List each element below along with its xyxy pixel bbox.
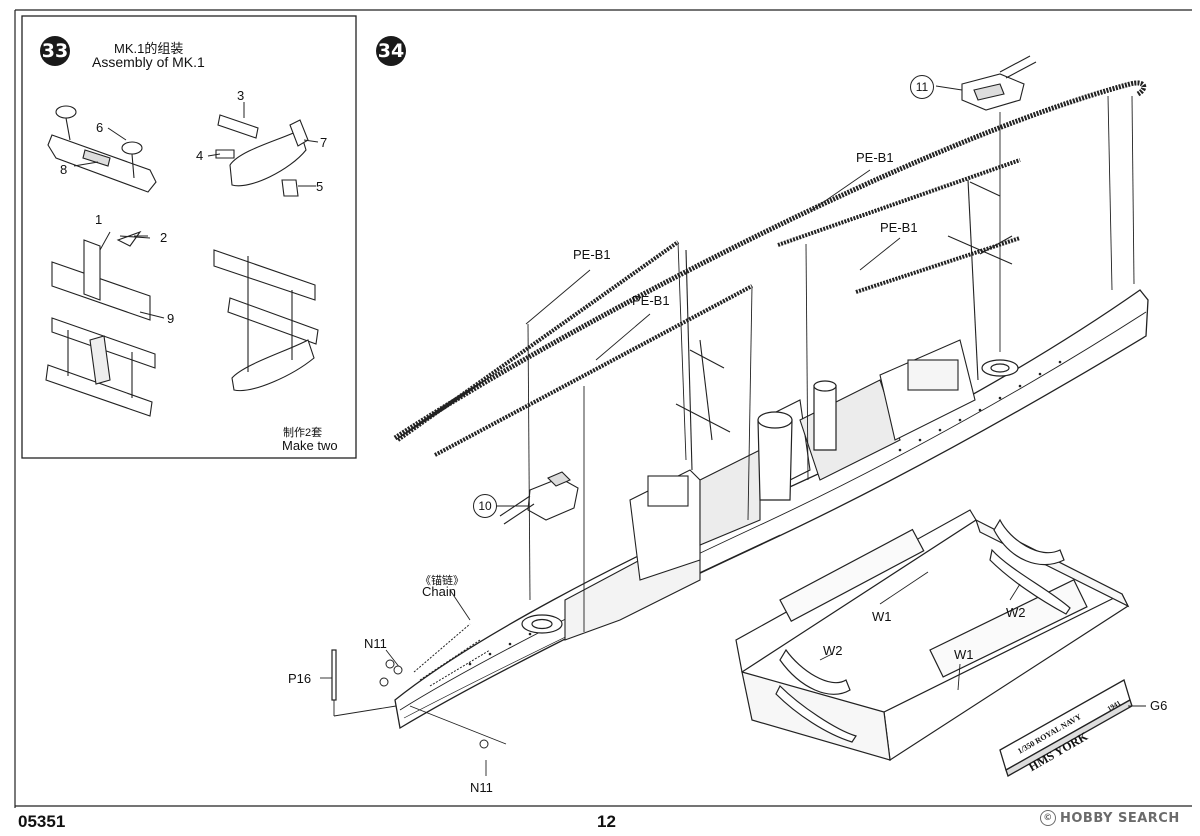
step33-leader-lines <box>73 102 319 319</box>
step33-upper-wing <box>47 134 157 193</box>
part-p16 <box>331 649 337 701</box>
part-label-5: 5 <box>316 179 324 194</box>
pe-b1-railing-aft <box>777 158 1021 294</box>
stand-cradles-w2 <box>775 518 1071 743</box>
turret-barbettes <box>521 359 1019 634</box>
callout-10: 10 <box>473 494 497 518</box>
ship-superstructure <box>564 339 976 641</box>
part-label-6: 6 <box>96 120 104 135</box>
chain-label-cn: 《锚链》 <box>420 575 464 587</box>
step33-stand <box>51 230 151 321</box>
label-p16: P16 <box>288 671 312 686</box>
make-two-en: Make two <box>282 438 338 453</box>
callout-11: 11 <box>910 75 934 99</box>
step34-leader-lines <box>320 85 1146 776</box>
part-label-3: 3 <box>237 88 245 103</box>
label-pe-b1-1: PE-B1 <box>573 247 611 262</box>
part-label-9: 9 <box>167 311 175 326</box>
watermark-text: HOBBY SEARCH <box>1060 810 1180 826</box>
turret-10 <box>499 471 579 525</box>
chain-label-en: Chain <box>422 584 456 599</box>
ship-masts <box>675 179 1013 471</box>
label-pe-b1-4: PE-B1 <box>880 220 918 235</box>
step33-seaplane-top <box>215 114 309 197</box>
watermark-logo-icon: © <box>1040 810 1056 826</box>
step33-seaplane-bottom <box>213 249 319 392</box>
part-label-2: 2 <box>160 230 168 245</box>
label-w2-b: W2 <box>823 643 843 658</box>
label-pe-b1-2: PE-B1 <box>632 293 670 308</box>
step-33-badge: 33 <box>40 36 70 66</box>
step33-wing-struts <box>55 105 143 179</box>
step-34-badge: 34 <box>376 36 406 66</box>
label-w1-a: W1 <box>872 609 892 624</box>
nameplate-g6 <box>999 679 1133 777</box>
turret-11 <box>961 55 1037 111</box>
part-label-4: 4 <box>196 148 204 163</box>
label-n11-top: N11 <box>364 636 387 651</box>
pe-b1-railing-forward <box>396 240 753 457</box>
part-n11 <box>379 659 489 749</box>
step33-biplane-left <box>45 317 156 417</box>
part-label-8: 8 <box>60 162 68 177</box>
step33-title-en: Assembly of MK.1 <box>92 54 205 70</box>
ship-funnels <box>757 380 837 501</box>
label-g6: G6 <box>1150 698 1168 713</box>
part-label-7: 7 <box>320 135 328 150</box>
part-label-1: 1 <box>95 212 103 227</box>
pe-b1-railing-long <box>393 80 1147 441</box>
step33-panel <box>21 15 357 459</box>
label-pe-b1-3: PE-B1 <box>856 150 894 165</box>
label-n11-bottom: N11 <box>470 780 493 795</box>
step33-title-cn: MK.1的组装 <box>114 41 184 56</box>
make-two-cn: 制作2套 <box>283 427 323 439</box>
watermark: © HOBBY SEARCH <box>1040 810 1180 826</box>
label-w2-a: W2 <box>1006 605 1026 620</box>
label-w1-b: W1 <box>954 647 974 662</box>
product-code: 05351 <box>18 812 66 831</box>
page-number: 12 <box>597 812 616 831</box>
anchor-chains <box>413 623 491 687</box>
